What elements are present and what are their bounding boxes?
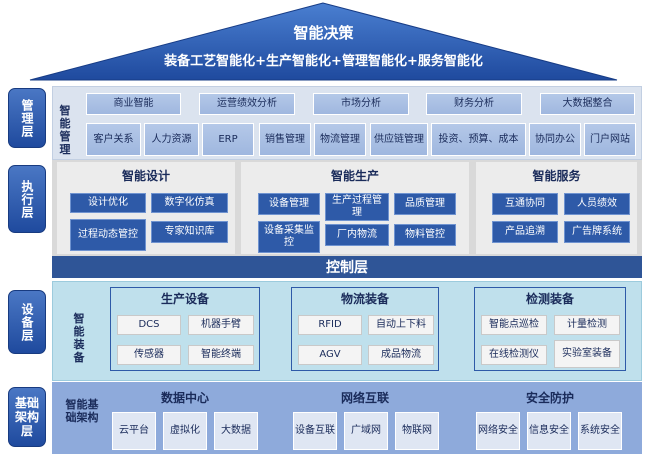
mgmt-item: 人力资源 [144, 123, 199, 156]
mgmt-item: 客户关系 [86, 123, 141, 156]
inspection-equipment-title: 检测装备 [525, 292, 574, 306]
base-item: 信息安全 [527, 412, 571, 450]
equipment-item: 实验室装备 [554, 340, 620, 368]
base-item: 网络安全 [476, 412, 520, 450]
production-item: 生产过程管理 [325, 193, 389, 221]
production-item: 厂内物流 [325, 224, 389, 246]
security-title: 安全防护 [525, 391, 574, 405]
mgmt-item: 物流管理 [314, 123, 366, 156]
production-item: 设备管理 [258, 193, 320, 215]
network-title: 网络互联 [340, 391, 389, 405]
production-equipment-title: 生产设备 [160, 292, 209, 306]
mgmt-item: 销售管理 [259, 123, 311, 156]
control-bar [52, 256, 642, 278]
layer-label-execution: 执行层 [8, 165, 46, 233]
mgmt-item: 大数据整合 [540, 93, 635, 115]
roof-subtitle: 装备工艺智能化+生产智能化+管理智能化+服务智能化 [164, 54, 483, 69]
equipment-item: 机器手臂 [188, 315, 254, 335]
production-item: 品质管理 [394, 193, 456, 215]
logistics-equipment-title: 物流装备 [340, 292, 389, 306]
production-item: 物料管控 [394, 224, 456, 246]
base-item: 设备互联 [293, 412, 337, 450]
service-title: 智能服务 [532, 169, 581, 183]
equipment-item: 传感器 [117, 345, 181, 365]
mgmt-item: 协同办公 [529, 123, 581, 156]
equipment-item: 在线检测仪 [481, 345, 547, 365]
mgmt-item: 财务分析 [426, 93, 522, 115]
management-side-title: 智能管理 [59, 104, 71, 156]
layer-label-management: 管理层 [8, 88, 46, 148]
base-item: 云平台 [112, 412, 156, 450]
base-item: 大数据 [214, 412, 258, 450]
layer-label-equipment: 设备层 [8, 290, 46, 354]
service-item: 广告牌系统 [564, 221, 630, 243]
base-item: 虚拟化 [163, 412, 207, 450]
datacenter-title: 数据中心 [160, 391, 209, 405]
equipment-item: AGV [298, 345, 362, 365]
mgmt-item: 商业智能 [86, 93, 181, 115]
design-item: 专家知识库 [151, 221, 228, 243]
equipment-side-title: 智能装备 [73, 312, 85, 364]
base-side-title: 智能基础架构 [65, 398, 99, 424]
mgmt-item: 市场分析 [313, 93, 409, 115]
design-item: 过程动态管控 [70, 219, 146, 251]
service-item: 互通协同 [492, 193, 558, 215]
roof-banner [29, 2, 618, 81]
equipment-item: 成品物流 [368, 345, 434, 365]
production-title: 智能生产 [330, 169, 379, 183]
equipment-item: DCS [117, 315, 181, 335]
base-item: 系统安全 [578, 412, 622, 450]
equipment-item: 计量检测 [554, 315, 620, 335]
design-item: 设计优化 [70, 193, 146, 213]
equipment-item: 智能点巡检 [481, 315, 547, 335]
production-item: 设备采集监控 [258, 221, 320, 253]
equipment-item: 自动上下料 [368, 315, 434, 335]
mgmt-item: ERP [202, 123, 254, 156]
control-title: 控制层 [326, 260, 368, 276]
base-item: 广域网 [344, 412, 388, 450]
mgmt-item: 运营绩效分析 [199, 93, 295, 115]
design-item: 数字化仿真 [151, 193, 228, 213]
mgmt-item: 供应链管理 [370, 123, 428, 156]
design-title: 智能设计 [121, 169, 170, 183]
layer-label-base: 基础架构层 [8, 387, 46, 447]
service-item: 人员绩效 [564, 193, 630, 215]
base-item: 物联网 [395, 412, 439, 450]
roof-title: 智能决策 [293, 24, 354, 42]
service-item: 产品追溯 [492, 221, 558, 243]
equipment-item: RFID [298, 315, 362, 335]
mgmt-item: 门户网站 [584, 123, 636, 156]
equipment-item: 智能终端 [188, 345, 254, 365]
mgmt-item: 投资、预算、成本 [431, 123, 526, 156]
